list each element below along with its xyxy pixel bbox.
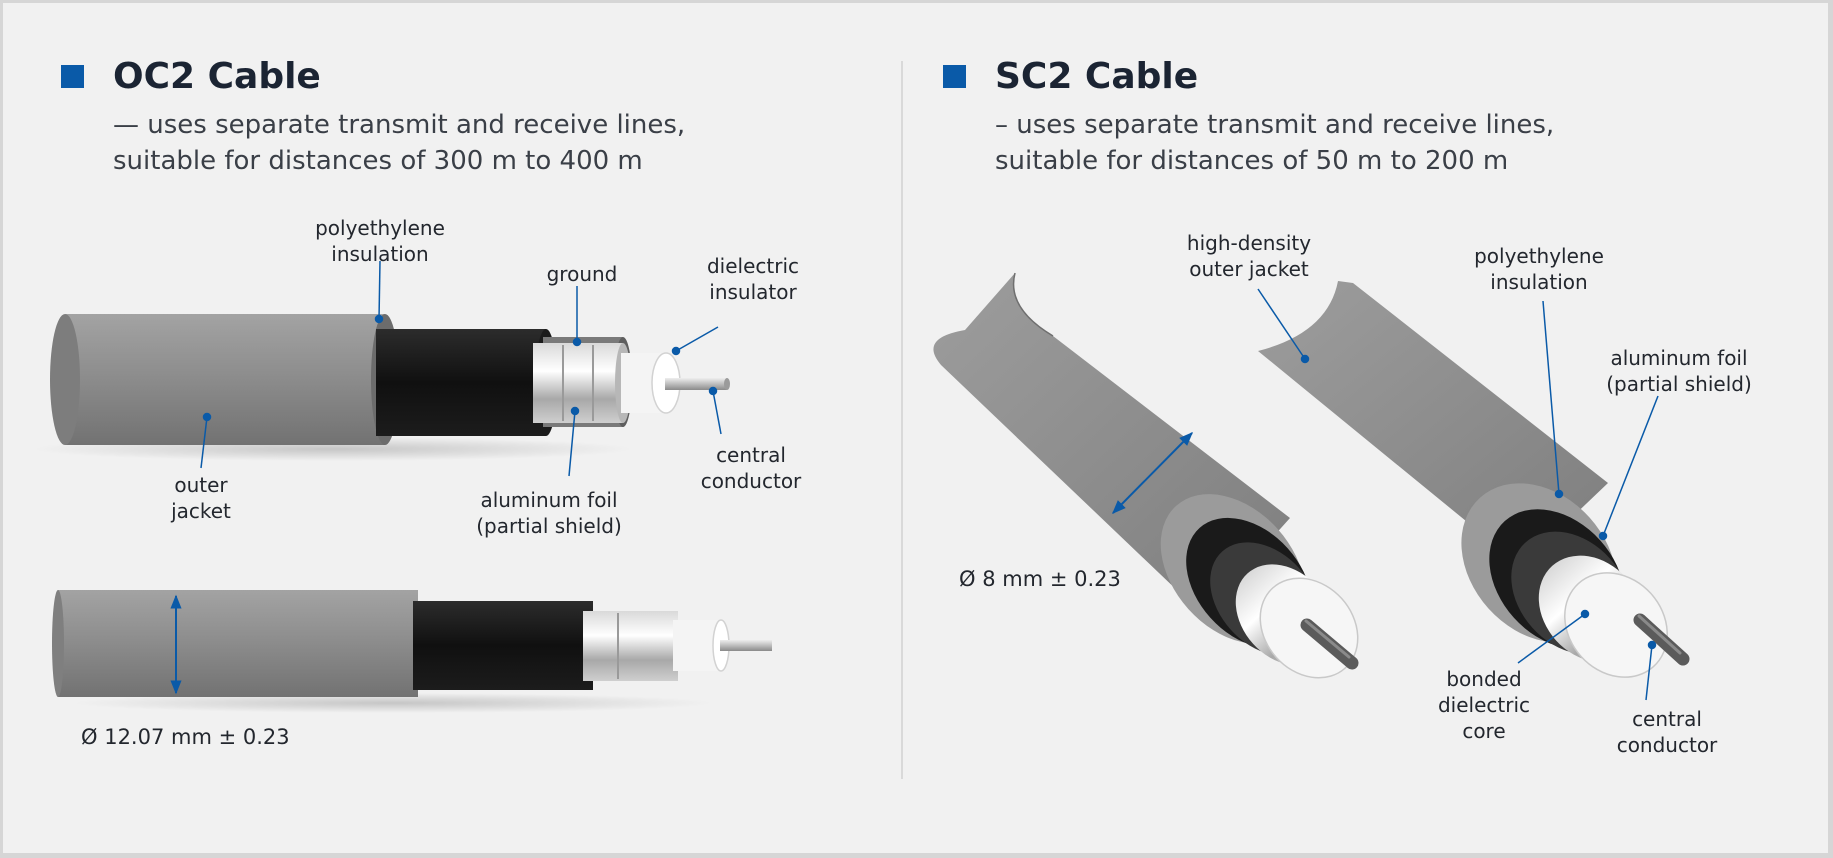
cable-drawings [33,260,1690,713]
oc2-diameter-label: Ø 12.07 mm ± 0.23 [81,725,290,749]
oc2-cable-side [52,590,772,713]
oc2-label-central-conductor: central conductor [700,443,802,493]
sc2-title: SC2 Cable [995,56,1199,97]
oc2-cable-stripped [33,314,730,461]
oc2-description-line2: suitable for distances of 300 m to 400 m [113,146,643,176]
sc2-cable-left [933,272,1359,679]
sc2-label-bonded-dielectric-core: bonded dielectric core [1437,667,1531,743]
oc2-title-marker [61,65,84,88]
oc2-label-ground: ground [546,262,618,286]
sc2-cable-right [1258,281,1690,678]
oc2-label-polyethylene-insulation: polyethylene insulation [315,216,445,266]
sc2-label-aluminum-foil: aluminum foil (partial shield) [1606,346,1752,396]
section-divider [901,61,903,779]
sc2-diameter-label: Ø 8 mm ± 0.23 [959,567,1121,591]
sc2-title-marker [943,65,966,88]
sc2-label-polyethylene-insulation: polyethylene insulation [1474,244,1604,294]
sc2-description-line2: suitable for distances of 50 m to 200 m [995,146,1509,176]
sc2-leader-lines [1257,288,1659,701]
oc2-description-line1: — uses separate transmit and receive lin… [113,110,686,140]
oc2-leader-lines [200,260,722,477]
sc2-description-line1: – uses separate transmit and receive lin… [995,110,1555,140]
oc2-label-aluminum-foil: aluminum foil (partial shield) [476,488,622,538]
diagram-canvas: OC2 Cable — uses separate transmit and r… [3,3,1828,853]
oc2-label-dielectric-insulator: dielectric insulator [706,254,800,304]
oc2-title: OC2 Cable [113,56,321,97]
oc2-label-outer-jacket: outer jacket [171,473,231,523]
sc2-label-central-conductor: central conductor [1616,707,1718,757]
sc2-label-high-density-outer-jacket: high-density outer jacket [1186,231,1312,281]
